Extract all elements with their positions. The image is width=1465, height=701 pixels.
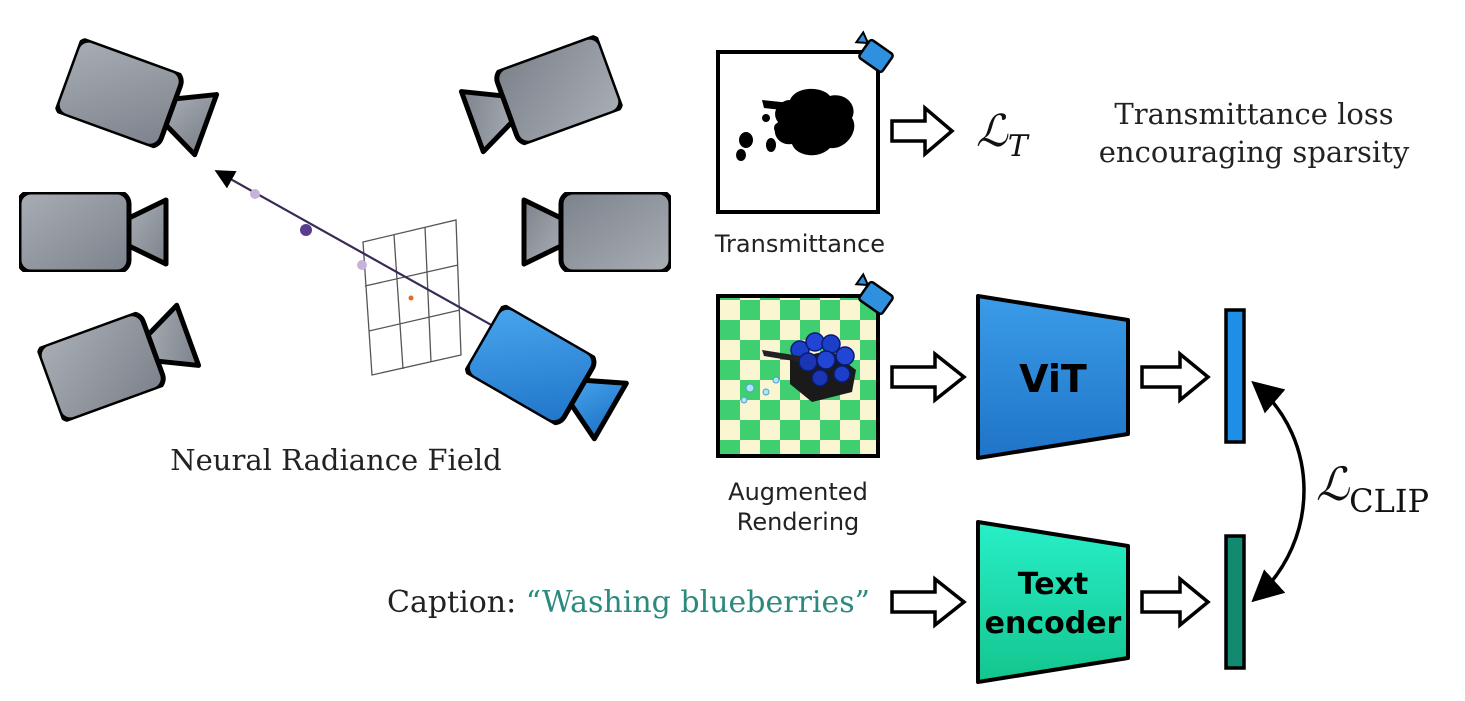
camera-top-right: [459, 34, 624, 159]
vit-encoder: [976, 294, 1130, 460]
transmittance-silhouette: [736, 88, 855, 161]
transmittance-panel: [716, 30, 894, 214]
image-embedding: [1224, 308, 1246, 444]
augmented-rendering-panel: [716, 272, 894, 458]
ray-sample-point: [250, 189, 260, 199]
ray-pixel-point: [408, 295, 414, 301]
ray-sample-point: [300, 224, 312, 236]
arrow-to-transmittance-loss: [890, 104, 955, 158]
camera-bottom-left: [36, 298, 201, 423]
camera-top-left: [54, 37, 219, 162]
nerf-label: Neural Radiance Field: [170, 443, 501, 477]
caption-line: Caption: “Washing blueberries”: [387, 585, 870, 620]
caption-prefix: Caption:: [387, 585, 516, 620]
rendering-caption-line1: Augmented: [728, 478, 868, 506]
ray-sample-point: [357, 260, 367, 270]
clip-loss-arrow: [1251, 380, 1306, 603]
camera-mid-left: [19, 192, 166, 272]
arrow-to-text-encoder: [890, 575, 967, 629]
blueberry-render: [740, 332, 856, 404]
text-encoder: [976, 520, 1130, 684]
clip-loss-symbol: ℒCLIP: [1316, 457, 1429, 520]
arrow-to-vit: [890, 350, 967, 404]
camera-mid-right: [524, 192, 671, 272]
rendering-caption-line2: Rendering: [737, 508, 860, 536]
text-encoder-label-line2: encoder: [985, 606, 1122, 641]
text-encoder-label-line1: Text: [1018, 567, 1089, 602]
arrow-to-image-embedding: [1140, 350, 1211, 404]
camera-ray: [214, 170, 546, 356]
small-camera-icon: [854, 30, 894, 74]
caption-text: “Washing blueberries”: [526, 585, 870, 620]
transmittance-loss-symbol: ℒT: [976, 106, 1030, 164]
small-camera-icon: [854, 272, 894, 316]
vit-label: ViT: [1019, 357, 1087, 401]
transmittance-caption: Transmittance: [714, 230, 885, 258]
arrow-to-text-embedding: [1140, 575, 1211, 629]
text-embedding: [1224, 534, 1246, 670]
transmittance-loss-desc-line1: Transmittance loss: [1114, 97, 1393, 131]
transmittance-loss-desc-line2: encouraging sparsity: [1099, 135, 1410, 169]
